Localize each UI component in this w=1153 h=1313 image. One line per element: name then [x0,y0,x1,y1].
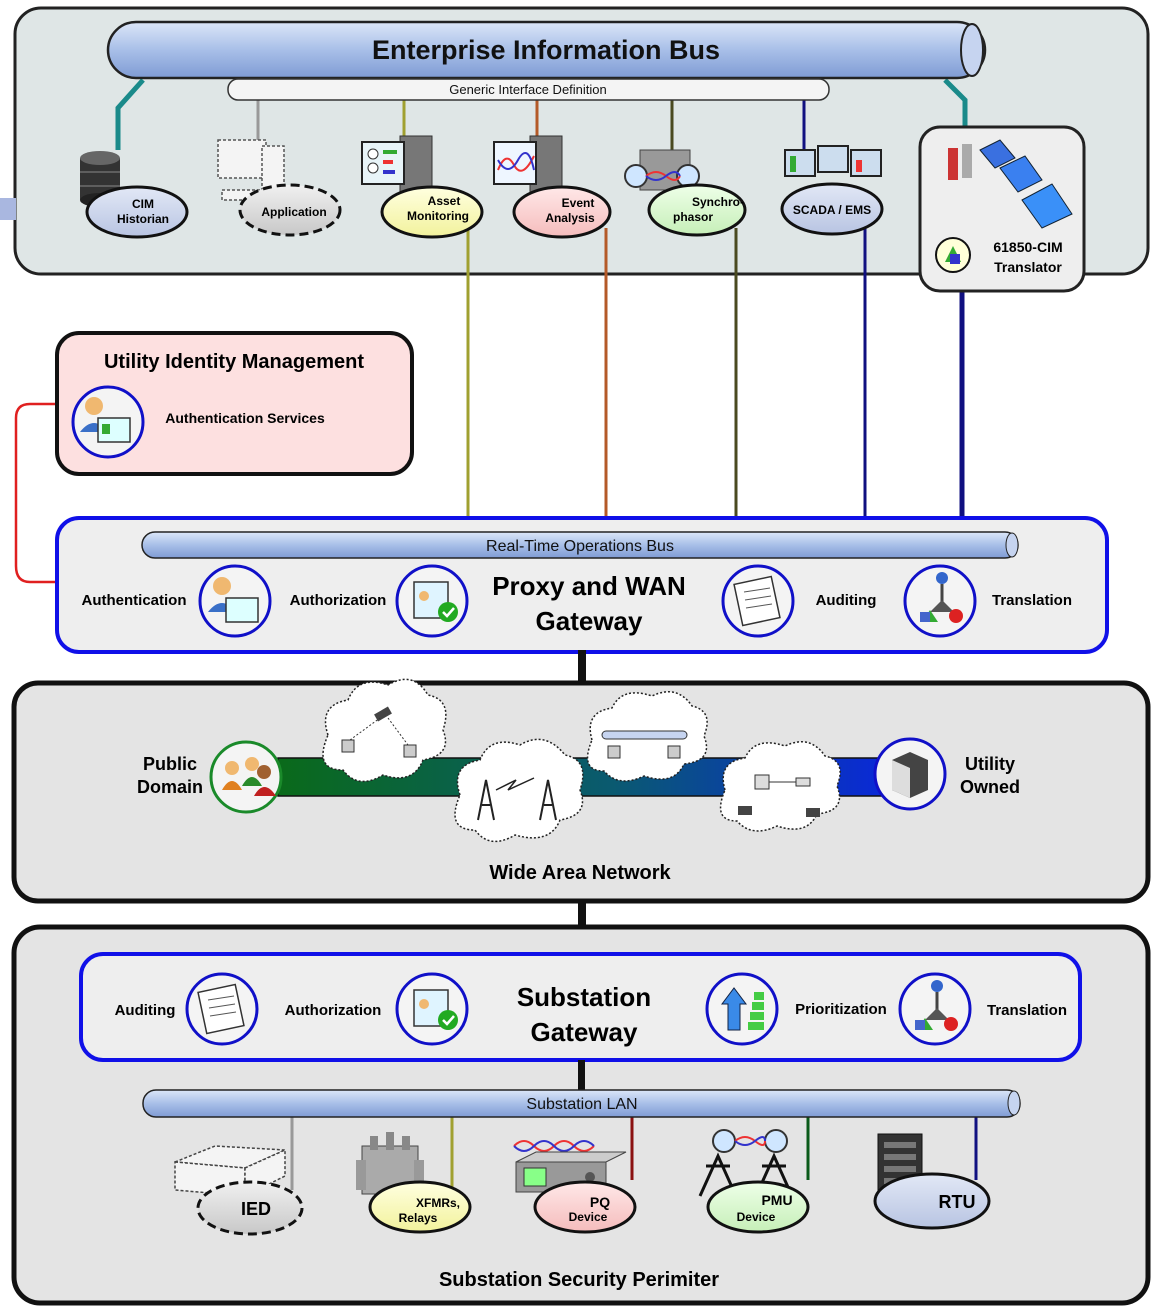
proxy-gateway-panel: Real-Time Operations Bus Authentication … [55,516,1109,654]
proxy-translation-label: Translation [992,592,1072,609]
transformer-device-node: XFMRs, Relays [356,1132,472,1234]
svg-text:Asset: Asset [428,194,461,208]
authorization-badge-icon [395,564,469,638]
monitor-waveform-icon [493,135,563,197]
identity-title: Utility Identity Management [104,351,364,373]
sub-prioritization-label: Prioritization [795,1001,887,1018]
synchrophasor-node: Synchro- phasor [624,149,747,237]
wan-title: Wide Area Network [489,862,671,884]
lan-label: Substation LAN [526,1096,637,1113]
utility-server-icon [873,737,947,811]
authorization-badge-icon [395,972,469,1046]
proxy-authorization-label: Authorization [290,592,387,609]
generic-interface-label: Generic Interface Definition [449,82,607,97]
svg-text:Utility: Utility [965,754,1015,774]
sub-gateway-title-line1: Substation [517,982,651,1012]
proxy-auditing-label: Auditing [816,592,877,609]
generic-interface-bar: Generic Interface Definition [227,78,830,101]
svg-text:Public: Public [143,754,197,774]
connector-gateway-lan [578,1060,585,1090]
svg-text:Translator: Translator [994,259,1062,275]
svg-text:Historian: Historian [117,212,169,226]
authentication-icon [198,564,272,638]
public-users-icon [209,740,283,814]
translator-node: 61850-CIM Translator [918,125,1086,293]
perimeter-title: Substation Security Perimiter [439,1269,719,1291]
proxy-title-line2: Gateway [536,606,643,636]
authentication-user-icon [71,385,145,459]
pmu-towers-icon [698,1129,794,1197]
auditing-clipboard-icon [185,972,259,1046]
event-analysis-node: Event Analysis [493,135,612,239]
phasor-device-icon [624,149,700,191]
pq-device-node: PQ Device [513,1140,637,1234]
ied-device-node: IED [174,1145,304,1236]
sub-gateway-title-line2: Gateway [531,1017,638,1047]
proxy-authentication-label: Authentication [82,592,187,609]
identity-management-panel: Utility Identity Management Authenticati… [14,331,414,584]
sub-auditing-label: Auditing [115,1002,176,1019]
fiber-network-cloud-icon [586,691,708,782]
scada-ems-node: SCADA / EMS [780,145,884,236]
auditing-clipboard-icon [721,564,795,638]
svg-text:Synchro-: Synchro- [692,195,744,209]
svg-text:PMU: PMU [761,1192,792,1208]
radio-towers-cloud-icon [454,738,584,843]
rtu-device-node: RTU [873,1133,991,1230]
monitor-gauges-icon [361,135,433,197]
svg-text:SCADA / EMS: SCADA / EMS [793,203,871,217]
svg-text:Relays: Relays [399,1211,438,1225]
substation-gateway-panel: Auditing Authorization Substation Gatewa… [79,952,1082,1062]
real-time-bus-label: Real-Time Operations Bus [486,538,674,555]
svg-text:Analysis: Analysis [545,211,595,225]
enterprise-links [115,78,968,535]
enterprise-bus-title: Enterprise Information Bus [372,35,720,65]
proxy-title-line1: Proxy and WAN [492,571,686,601]
substation-lan-bus: Substation LAN [142,1089,1021,1118]
svg-text:Device: Device [569,1210,608,1224]
real-time-operations-bus: Real-Time Operations Bus [141,531,1019,559]
translation-shapes-icon [898,972,972,1046]
multi-monitor-icon [784,145,882,177]
cim-historian-node: CIM Historian [80,151,189,239]
computer-outline-icon [217,139,285,201]
svg-text:61850-CIM: 61850-CIM [993,239,1062,255]
lan-device-links [290,1117,978,1190]
authentication-services-label: Authentication Services [165,410,325,426]
telephone-network-cloud-icon [719,741,841,832]
svg-text:IED: IED [241,1199,271,1219]
translation-blocks-icon [948,139,1073,229]
svg-text:CIM: CIM [132,197,154,211]
substation-panel: Auditing Authorization Substation Gatewa… [11,924,1151,1306]
enterprise-information-bus: Enterprise Information Bus [106,20,987,80]
svg-text:Owned: Owned [960,777,1020,797]
sub-translation-label: Translation [987,1002,1067,1019]
svg-text:XFMRs,: XFMRs, [416,1196,460,1210]
translation-shapes-icon [903,564,977,638]
svg-text:RTU: RTU [939,1192,976,1212]
svg-text:Domain: Domain [137,777,203,797]
svg-text:Device: Device [737,1210,776,1224]
svg-text:PQ: PQ [590,1194,610,1210]
svg-text:Monitoring: Monitoring [407,209,469,223]
satellite-cloud-icon [322,678,447,783]
svg-text:Event: Event [562,196,595,210]
svg-text:Application: Application [261,205,326,219]
connector-wan-substation [578,900,586,930]
asset-monitoring-node: Asset Monitoring [361,135,484,239]
sub-authorization-label: Authorization [285,1002,382,1019]
wan-panel: Public Domain [11,678,1151,904]
pmu-device-node: PMU Device [698,1129,810,1234]
application-node: Application [217,139,342,237]
svg-text:phasor: phasor [673,210,713,224]
prioritization-arrow-icon [705,972,779,1046]
connector-proxy-wan [578,650,586,685]
